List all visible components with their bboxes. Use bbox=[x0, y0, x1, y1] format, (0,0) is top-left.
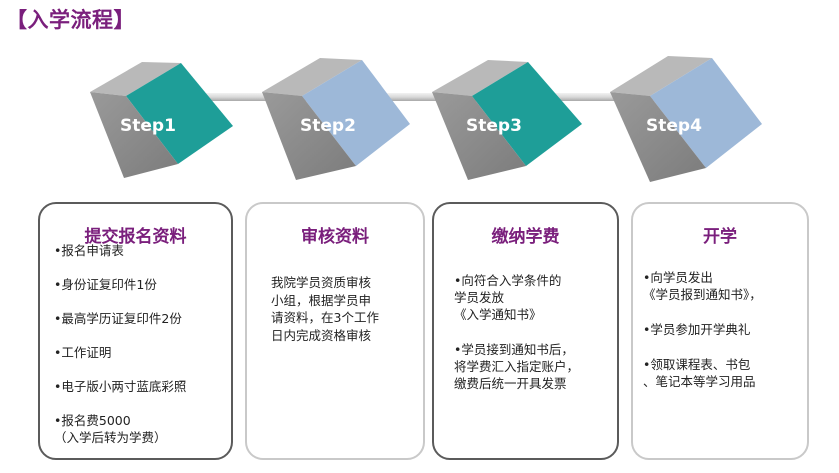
step4-card-title: 开学 bbox=[703, 227, 737, 247]
step4-cube: Step4 bbox=[610, 56, 762, 182]
step1-label: Step1 bbox=[120, 116, 176, 136]
list-item: •身份证复印件1份 bbox=[54, 277, 157, 292]
step1-cube: Step1 bbox=[90, 62, 233, 178]
step2-card-title: 审核资料 bbox=[301, 227, 369, 247]
step3-cube: Step3 bbox=[432, 60, 582, 180]
step4-label: Step4 bbox=[646, 116, 702, 136]
step1-card-title: 提交报名资料 bbox=[84, 227, 187, 247]
list-item: •报名申请表 bbox=[54, 243, 124, 258]
step-cubes-diagram: Step1 Step2 Step3 Step4 bbox=[90, 56, 762, 182]
step3-card-title: 缴纳学费 bbox=[491, 227, 560, 247]
list-item: •学员接到通知书后， 将学费汇入指定账户， 缴费后统一开具发票 bbox=[454, 342, 580, 391]
step3-label: Step3 bbox=[466, 116, 522, 136]
list-item: •报名费5000 （入学后转为学费） bbox=[54, 413, 167, 445]
step2-card-body: 我院学员资质审核 小组，根据学员申 请资料，在3个工作 日内完成资格审核 bbox=[271, 274, 379, 344]
list-item: •向学员发出 《学员报到通知书》， bbox=[643, 270, 762, 302]
list-item: •最高学历证复印件2份 bbox=[54, 311, 182, 326]
step3-card: 缴纳学费 •向符合入学条件的 学员发放 《入学通知书》 •学员接到通知书后， 将… bbox=[432, 202, 619, 460]
step1-card: 提交报名资料 •报名申请表 •身份证复印件1份 •最高学历证复印件2份 •工作证… bbox=[38, 202, 233, 460]
list-item: •向符合入学条件的 学员发放 《入学通知书》 bbox=[454, 273, 562, 322]
list-item: •学员参加开学典礼 bbox=[643, 322, 751, 337]
list-item: 我院学员资质审核 小组，根据学员申 请资料，在3个工作 日内完成资格审核 bbox=[271, 275, 379, 343]
step2-label: Step2 bbox=[300, 116, 356, 136]
list-item: •工作证明 bbox=[54, 345, 112, 360]
step2-cube: Step2 bbox=[262, 58, 410, 180]
step3-card-body: •向符合入学条件的 学员发放 《入学通知书》 •学员接到通知书后， 将学费汇入指… bbox=[454, 272, 579, 392]
step1-card-body: •报名申请表 •身份证复印件1份 •最高学历证复印件2份 •工作证明 •电子版小… bbox=[54, 242, 186, 446]
page-title: 【入学流程】 bbox=[6, 8, 135, 32]
step4-card: 开学 •向学员发出 《学员报到通知书》， •学员参加开学典礼 •领取课程表、书包… bbox=[631, 202, 809, 460]
step4-card-body: •向学员发出 《学员报到通知书》， •学员参加开学典礼 •领取课程表、书包 、笔… bbox=[643, 269, 762, 390]
step2-card: 审核资料 我院学员资质审核 小组，根据学员申 请资料，在3个工作 日内完成资格审… bbox=[245, 202, 425, 460]
list-item: •领取课程表、书包 、笔记本等学习用品 bbox=[643, 357, 756, 389]
list-item: •电子版小两寸蓝底彩照 bbox=[54, 379, 187, 394]
